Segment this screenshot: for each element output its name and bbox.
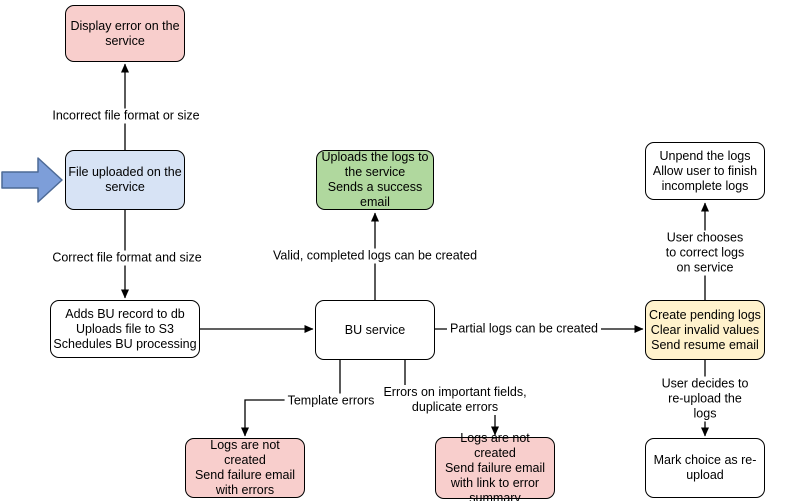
node-bu-service-label: BU service <box>344 322 406 337</box>
edge-label-correct-format: Correct file format and size <box>49 250 205 266</box>
edge-label-template-errors: Template errors <box>284 393 378 409</box>
node-process-upload-label: Adds BU record to db Uploads file to S3 … <box>53 306 197 351</box>
node-display-error-label: Display error on the service <box>70 18 180 48</box>
node-mark-reupload-label: Mark choice as re- upload <box>653 453 757 482</box>
edge-label-incorrect-format: Incorrect file format or size <box>49 108 203 124</box>
edge-label-correct-on-service: User chooses to correct logs on service <box>657 230 753 276</box>
node-mark-reupload: Mark choice as re- upload <box>645 438 765 498</box>
node-file-uploaded-label: File uploaded on the service <box>68 165 182 194</box>
edge-label-reupload: User decides to re-upload the logs <box>657 376 753 422</box>
edge-label-partial-logs: Partial logs can be created <box>446 321 602 337</box>
node-fail-field-errors: Logs are not created Send failure email … <box>435 431 555 501</box>
node-file-uploaded: File uploaded on the service <box>65 150 185 210</box>
node-bu-service: BU service <box>315 300 435 360</box>
node-create-pending-logs: Create pending logs Clear invalid values… <box>645 300 765 360</box>
node-process-upload: Adds BU record to db Uploads file to S3 … <box>50 300 200 358</box>
node-success-email-label: Uploads the logs to the service Sends a … <box>321 150 429 209</box>
node-fail-template-errors: Logs are not created Send failure email … <box>185 438 305 498</box>
node-fail-field-errors-label: Logs are not created Send failure email … <box>444 430 546 501</box>
thick-right-arrow-icon <box>1 157 63 203</box>
edge-label-valid-logs: Valid, completed logs can be created <box>269 248 481 264</box>
node-unpend-logs: Unpend the logs Allow user to finish inc… <box>645 142 765 200</box>
edge-label-field-errors: Errors on important fields, duplicate er… <box>380 385 530 415</box>
node-success-email: Uploads the logs to the service Sends a … <box>316 150 434 210</box>
node-unpend-logs-label: Unpend the logs Allow user to finish inc… <box>652 148 758 193</box>
node-fail-template-errors-label: Logs are not created Send failure email … <box>194 438 296 497</box>
node-create-pending-logs-label: Create pending logs Clear invalid values… <box>649 307 761 352</box>
node-display-error: Display error on the service <box>65 5 185 62</box>
